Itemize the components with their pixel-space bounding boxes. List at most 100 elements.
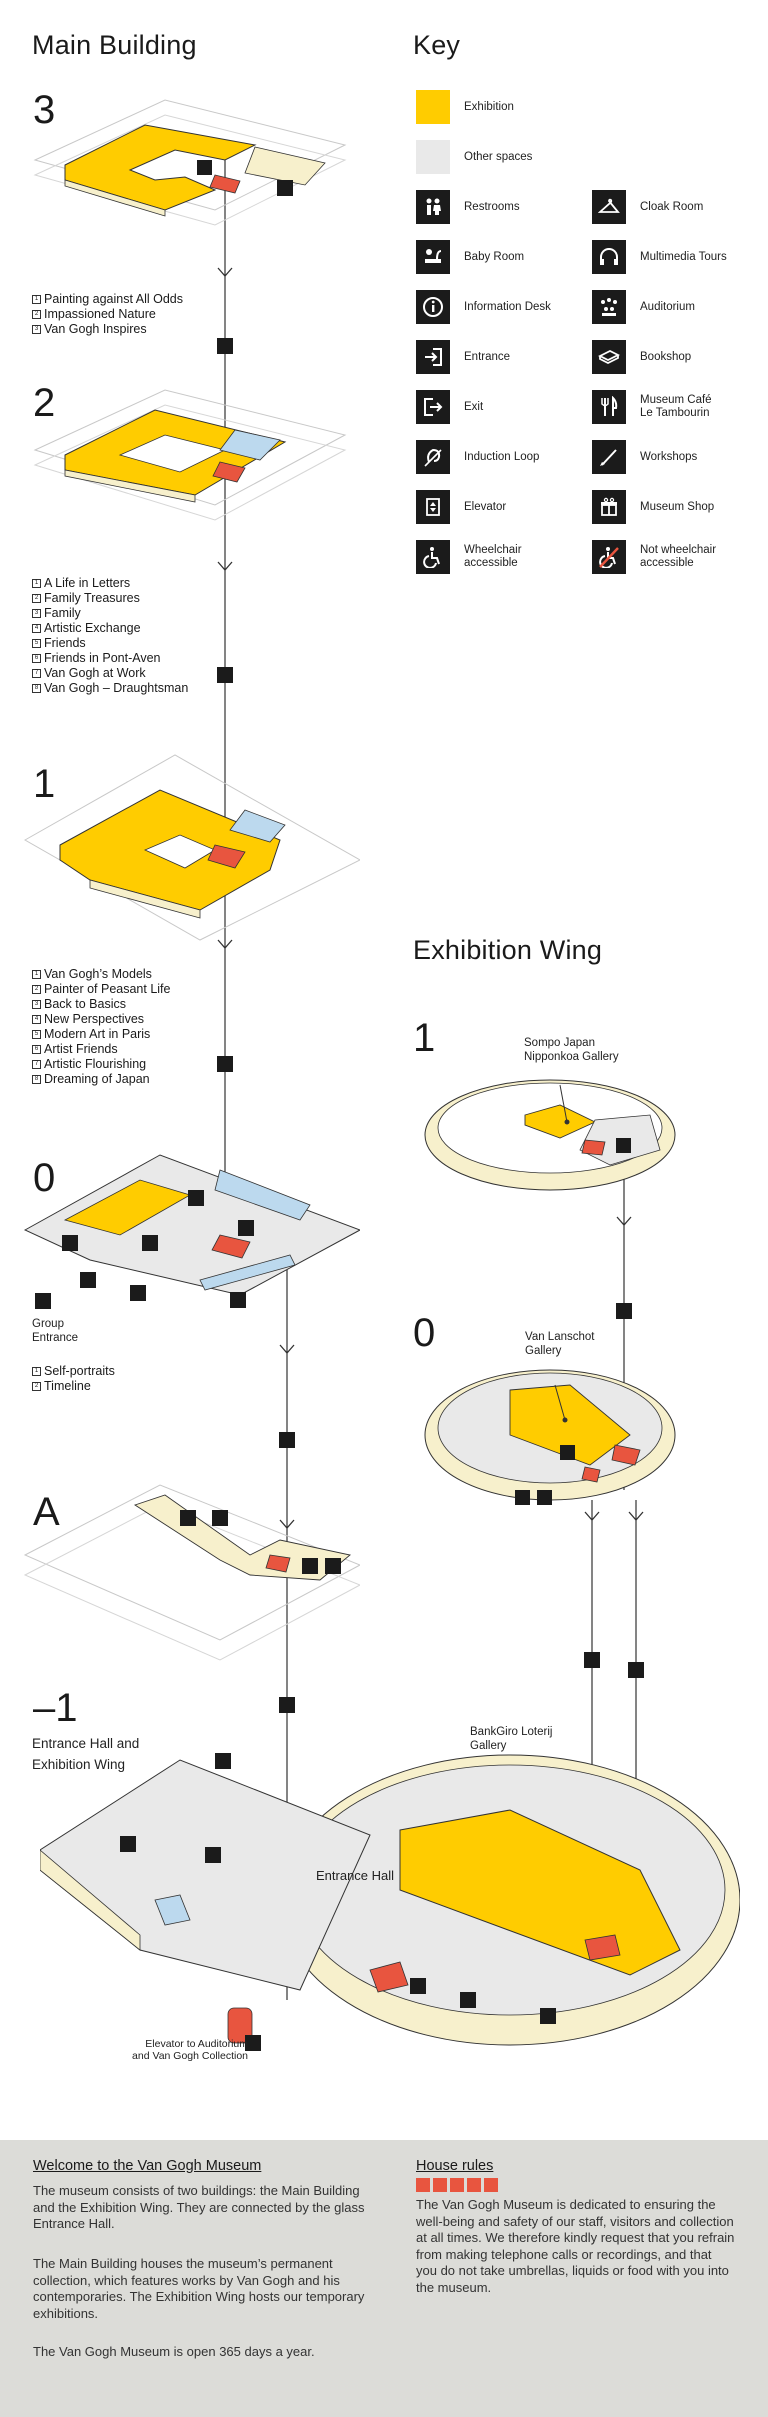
key-item-multimedia-tours: Multimedia Tours	[592, 240, 727, 274]
key-item-entrance: Entrance	[416, 340, 510, 374]
cutlery-icon	[592, 390, 626, 424]
no-phone-icon	[416, 2178, 430, 2192]
info-icon	[416, 290, 450, 324]
key-item-exit: Exit	[416, 390, 483, 424]
key-item-induction-loop: Induction Loop	[416, 440, 539, 474]
bankgiro-gallery-label: BankGiro Loterij Gallery	[470, 1726, 553, 1752]
key-swatch-other: Other spaces	[416, 140, 532, 174]
elevator-icon	[217, 338, 233, 354]
no-food-icon	[484, 2178, 498, 2192]
key-swatch-exhibition: Exhibition	[416, 90, 514, 124]
group-entrance-label: Group Entrance	[32, 1318, 79, 1344]
house-rules-icons	[416, 2178, 498, 2192]
floor-number-1: 1	[33, 762, 56, 806]
other-spaces-swatch	[416, 140, 450, 174]
key-item-bookshop: Bookshop	[592, 340, 691, 374]
elevator-icon	[217, 1056, 233, 1072]
restrooms-icon	[416, 190, 450, 224]
no-camera-icon	[433, 2178, 447, 2192]
floor-number-3: 3	[33, 88, 56, 132]
key-item-elevator: Elevator	[416, 490, 506, 524]
ew-floor-number-0: 0	[413, 1311, 436, 1355]
exit-icon	[416, 390, 450, 424]
van-lanschot-gallery-label: Van Lanschot Gallery	[525, 1331, 595, 1357]
elevator-icon	[279, 1432, 295, 1448]
ew-floor-number-1: 1	[413, 1016, 436, 1060]
footer-panel: Welcome to the Van Gogh Museum The museu…	[0, 2140, 768, 2417]
key-item-auditorium: Auditorium	[592, 290, 695, 324]
elevator-icon	[217, 667, 233, 683]
entrance-icon	[416, 340, 450, 374]
floor-0-plan	[23, 1154, 360, 1309]
book-icon	[592, 340, 626, 374]
floor-2-plan	[33, 389, 347, 521]
no-umbrella-icon	[450, 2178, 464, 2192]
elevator-icon	[584, 1652, 600, 1668]
key-title: Key	[413, 30, 461, 60]
elevator-icon	[416, 490, 450, 524]
baby-room-icon	[416, 240, 450, 274]
floor-number-2: 2	[33, 381, 56, 425]
brush-icon	[592, 440, 626, 474]
welcome-paragraph-1: The museum consists of two buildings: th…	[33, 2183, 365, 2231]
key-item-baby-room: Baby Room	[416, 240, 524, 274]
induction-loop-icon	[416, 440, 450, 474]
key-item-museum-shop: Museum Shop	[592, 490, 714, 524]
floor-1-plan	[23, 754, 360, 941]
gift-icon	[592, 490, 626, 524]
sompo-gallery-label: Sompo Japan Nipponkoa Gallery	[524, 1037, 619, 1063]
floor-number-minus-1: –1	[33, 1686, 78, 1730]
wheelchair-icon	[416, 540, 450, 574]
welcome-title: Welcome to the Van Gogh Museum	[33, 2158, 262, 2174]
key-item-restrooms: Restrooms	[416, 190, 520, 224]
floor-3-plan	[33, 99, 347, 226]
entrance-hall-subtitle: Entrance Hall and Exhibition Wing	[32, 1736, 140, 1772]
key-item-museum-cafe: Museum Café Le Tambourin	[592, 390, 712, 424]
welcome-paragraph-2: The Main Building houses the museum’s pe…	[33, 2256, 365, 2321]
floor-number-a: A	[33, 1490, 60, 1534]
entrance-hall-label: Entrance Hall	[316, 1868, 395, 1883]
house-rules-title: House rules	[416, 2158, 494, 2174]
elevator-note-label: Elevator to Auditorium and Van Gogh Coll…	[132, 2038, 248, 2062]
elevator-icon	[279, 1697, 295, 1713]
auditorium-icon	[592, 290, 626, 324]
exhibition-swatch	[416, 90, 450, 124]
key-item-workshops: Workshops	[592, 440, 697, 474]
house-rules-text: The Van Gogh Museum is dedicated to ensu…	[416, 2197, 735, 2295]
no-drinks-icon	[467, 2178, 481, 2192]
key-item-cloak-room: Cloak Room	[592, 190, 703, 224]
key-item-information-desk: Information Desk	[416, 290, 551, 324]
ew-floor-0-plan	[424, 1369, 676, 1505]
key-item-not-wheelchair: Not wheelchair accessible	[592, 540, 716, 574]
main-building-title: Main Building	[32, 30, 197, 60]
elevator-icon	[628, 1662, 644, 1678]
headphones-icon	[592, 240, 626, 274]
floor-minus-1-plan	[40, 1753, 740, 2051]
floor-number-0: 0	[33, 1156, 56, 1200]
exhibition-wing-title: Exhibition Wing	[413, 935, 603, 965]
